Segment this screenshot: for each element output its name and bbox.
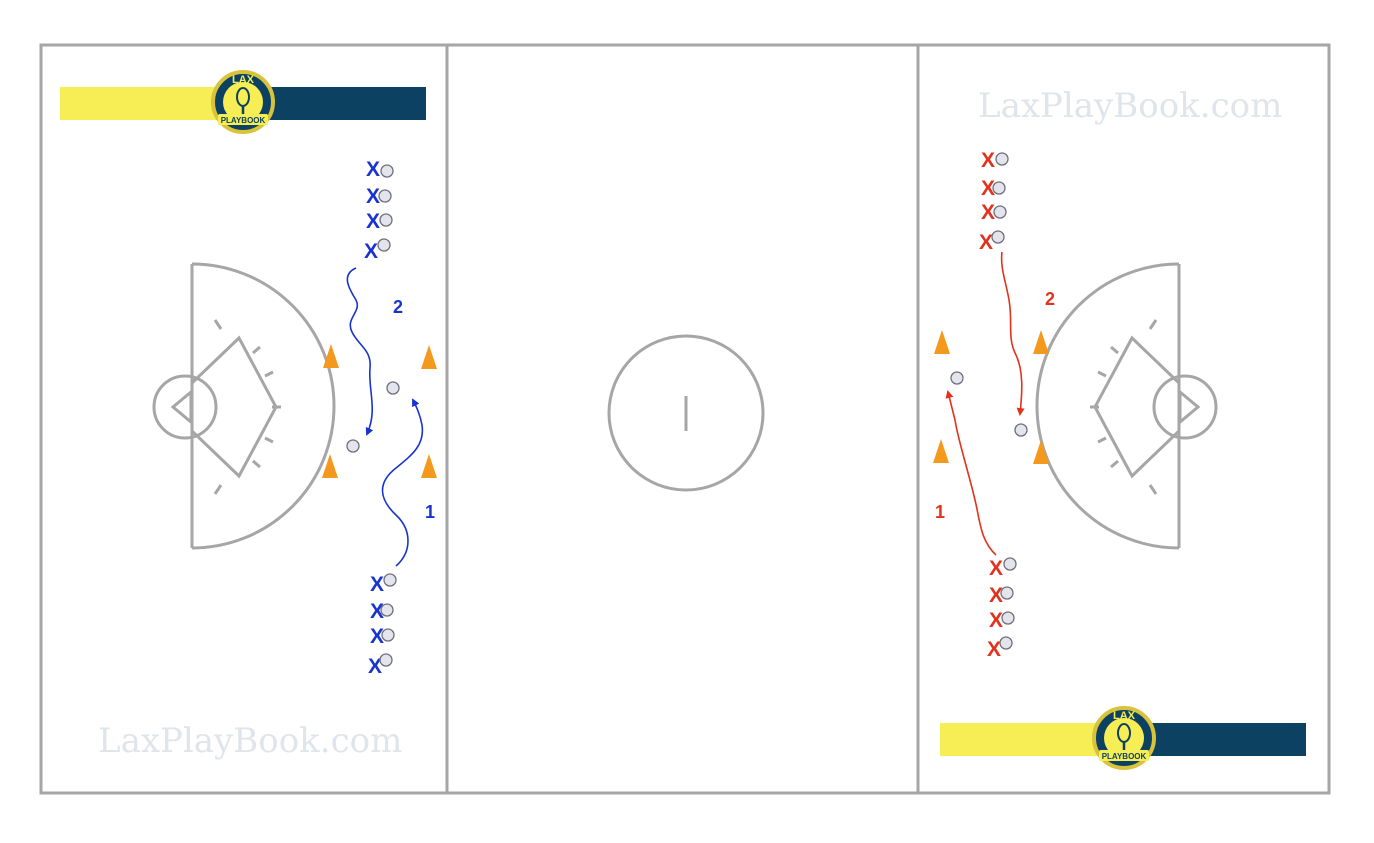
- player-x: X: [981, 149, 995, 172]
- right-goal-area: [1035, 262, 1218, 550]
- cone-icon: [421, 454, 437, 478]
- lax-playbook-logo: LAX PLAYBOOK: [211, 70, 275, 134]
- player-x: X: [989, 609, 1003, 632]
- right-bottom-line: X X X X: [987, 557, 1017, 661]
- cone-icon: [933, 439, 949, 463]
- player-x: X: [989, 557, 1003, 580]
- player-x: X: [370, 573, 384, 596]
- path-label-2: 2: [1045, 289, 1055, 309]
- cone-icon: [421, 345, 437, 369]
- ball-icon: [991, 230, 1005, 244]
- center-circle: [607, 334, 765, 492]
- ball-icon: [380, 164, 394, 178]
- left-crease: [152, 374, 218, 440]
- ball-icon: [995, 152, 1009, 166]
- right-crease: [1152, 374, 1218, 440]
- ball-icon: [999, 636, 1013, 650]
- cone-icon: [322, 454, 338, 478]
- path-label-1: 1: [935, 502, 945, 522]
- left-fan-arc: [190, 262, 336, 550]
- right-path-2-arrow: [1000, 251, 1025, 416]
- logo-top-text: LAX: [1113, 710, 1136, 722]
- left-path-2-arrow: [346, 267, 374, 436]
- ball-icon: [993, 205, 1007, 219]
- ball-icon: [379, 653, 393, 667]
- ball-icon: [1014, 423, 1028, 437]
- ball-icon: [1000, 586, 1014, 600]
- logo-banner-top-left: LAX PLAYBOOK: [60, 70, 426, 134]
- cones: [322, 330, 1049, 478]
- player-x: X: [981, 201, 995, 224]
- field-boundary: [39, 43, 1331, 795]
- ball-icon: [377, 238, 391, 252]
- ball-icon: [379, 213, 393, 227]
- cone-icon: [1033, 330, 1049, 354]
- right-team-drill: X X X X X X X X 2 1: [935, 149, 1055, 661]
- path-label-1: 1: [425, 502, 435, 522]
- left-hash-marks: [213, 319, 281, 495]
- cone-icon: [1033, 440, 1049, 464]
- player-x: X: [987, 638, 1001, 661]
- player-x: X: [370, 600, 384, 623]
- watermark-top-right: LaxPlayBook.com: [978, 86, 1282, 126]
- logo-bottom-text: PLAYBOOK: [221, 116, 266, 125]
- player-x: X: [979, 231, 993, 254]
- banner-yellow-bar: [60, 87, 235, 120]
- right-hash-marks: [1090, 319, 1158, 495]
- ball-icon: [386, 381, 400, 395]
- player-x: X: [989, 584, 1003, 607]
- right-dive-line: [1093, 335, 1181, 479]
- player-x: X: [981, 177, 995, 200]
- left-dive-line: [190, 335, 278, 479]
- left-path-1-arrow: [381, 398, 424, 567]
- ball-icon: [346, 439, 360, 453]
- ball-icon: [378, 189, 392, 203]
- lax-playbook-logo: LAX PLAYBOOK: [1092, 706, 1156, 770]
- ball-icon: [992, 181, 1006, 195]
- cone-icon: [934, 330, 950, 354]
- logo-top-text: LAX: [232, 74, 255, 86]
- ball-icon: [1003, 557, 1017, 571]
- ball-icon: [380, 603, 394, 617]
- player-x: X: [366, 185, 380, 208]
- player-x: X: [364, 240, 378, 263]
- player-x: X: [366, 158, 380, 181]
- ball-icon: [950, 371, 964, 385]
- ball-icon: [381, 628, 395, 642]
- field-lines: [39, 43, 1331, 795]
- left-goal-icon: [170, 388, 193, 426]
- left-bottom-line: X X X X: [368, 573, 397, 678]
- left-top-line: X X X X: [364, 158, 394, 263]
- right-path-1-arrow: [945, 390, 997, 556]
- left-team-drill: X X X X X X X X 2 1: [346, 158, 435, 678]
- right-top-line: X X X X: [979, 149, 1009, 254]
- player-x: X: [368, 655, 382, 678]
- left-goal-area: [152, 262, 336, 550]
- ball-icon: [383, 573, 397, 587]
- station-balls: [346, 371, 1028, 453]
- player-x: X: [370, 625, 384, 648]
- watermark-bottom-left: LaxPlayBook.com: [98, 721, 402, 761]
- ball-icon: [1001, 611, 1015, 625]
- player-x: X: [366, 210, 380, 233]
- logo-bottom-text: PLAYBOOK: [1102, 752, 1147, 761]
- cone-icon: [323, 344, 339, 368]
- path-label-2: 2: [393, 297, 403, 317]
- right-goal-icon: [1178, 388, 1201, 426]
- logo-banner-bottom-right: LAX PLAYBOOK: [940, 706, 1306, 770]
- right-fan-arc: [1035, 262, 1181, 550]
